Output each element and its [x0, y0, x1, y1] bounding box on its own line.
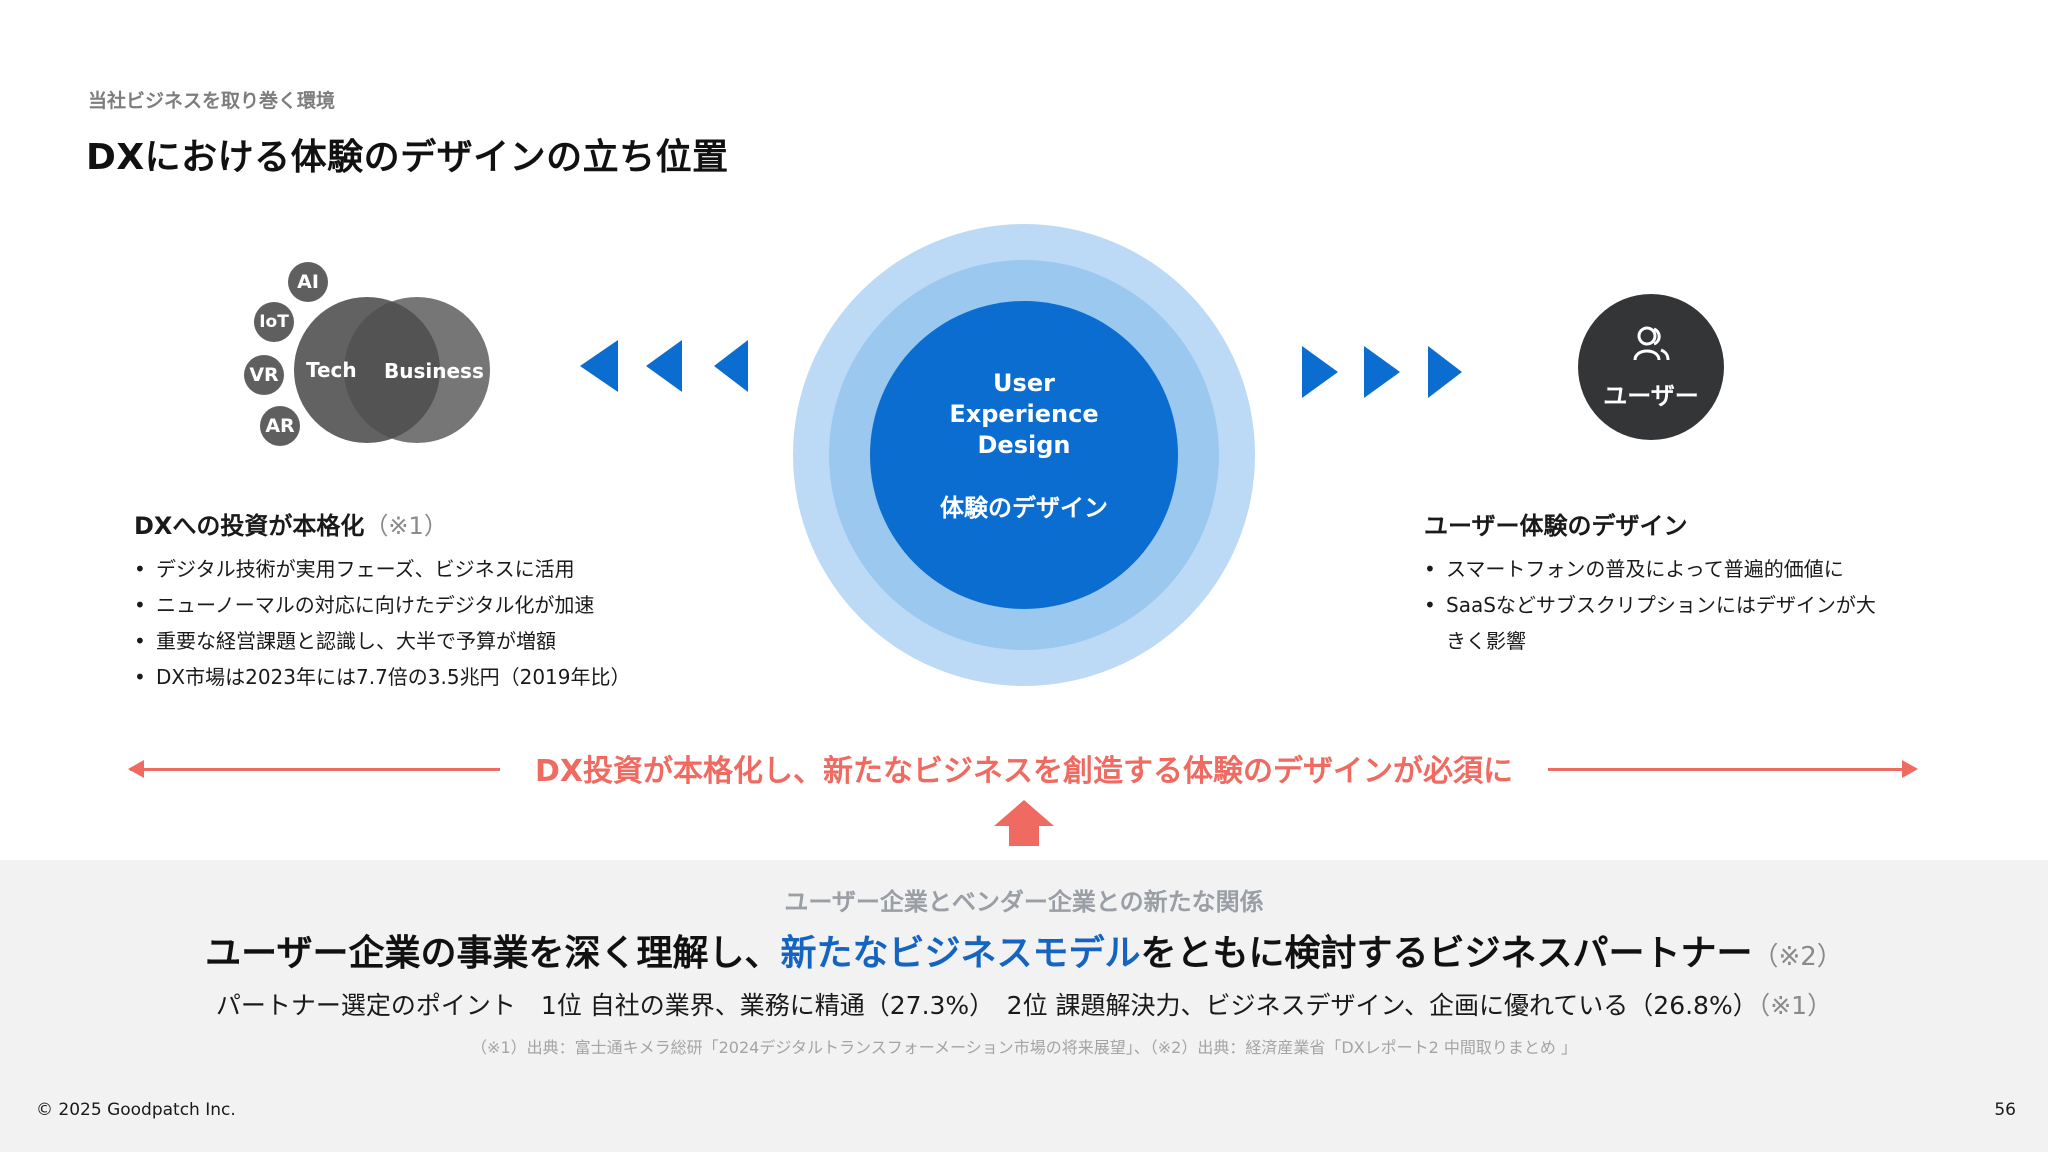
tag-ai: AI [288, 262, 328, 302]
users-icon [1633, 326, 1670, 361]
ux-design-title: ユーザー体験のデザイン [1424, 512, 1688, 540]
dx-investment-title: DXへの投資が本格化（※1） [134, 506, 694, 541]
ux-line-2: Experience [949, 400, 1099, 428]
arrow-up-icon [994, 800, 1054, 846]
business-circle [344, 297, 490, 443]
list-item: DX市場は2023年には7.7倍の3.5兆円（2019年比） [134, 659, 694, 695]
banner-line-left [130, 768, 500, 771]
source-note: （※1）出典：富士通キメラ総研「2024デジタルトランスフォーメーション市場の将… [471, 1038, 1577, 1057]
left-arrows-icon [580, 340, 748, 392]
inner-circle [870, 301, 1178, 609]
user-label: ユーザー [1603, 382, 1699, 410]
tag-iot: IoT [254, 302, 294, 342]
ux-design-list: スマートフォンの普及によって普遍的価値に SaaSなどサブスクリプションにはデザ… [1424, 551, 1894, 659]
partner-panel [0, 860, 2048, 1152]
selection-points-text: パートナー選定のポイント 1位 自社の業界、業務に精通（27.3%） 2位 課題… [215, 991, 1758, 1020]
list-item: デジタル技術が実用フェーズ、ビジネスに活用 [134, 551, 694, 587]
tech-business-venn: AI IoT VR AR Tech Business [240, 262, 500, 458]
ux-design-circle: User Experience Design 体験のデザイン [793, 224, 1255, 686]
tech-label: Tech [306, 358, 357, 382]
arrow-left-icon [128, 760, 144, 778]
arrow-right-icon [1902, 760, 1918, 778]
tag-vr: VR [244, 355, 284, 395]
ux-line-1: User [993, 369, 1055, 397]
page-number: 56 [1994, 1100, 2016, 1120]
relation-subtitle: ユーザー企業とベンダー企業との新たな関係 [784, 888, 1264, 916]
selection-points-note: （※1） [1757, 991, 1833, 1020]
headline-part-1: ユーザー企業の事業を深く理解し、 [205, 933, 781, 974]
user-circle: ユーザー [1578, 294, 1724, 440]
dx-investment-list: デジタル技術が実用フェーズ、ビジネスに活用 ニューノーマルの対応に向けたデジタル… [134, 551, 694, 695]
dx-investment-title-text: DXへの投資が本格化 [134, 512, 365, 540]
banner-text: DX投資が本格化し、新たなビジネスを創造する体験のデザインが必須に [534, 754, 1514, 789]
list-item: ニューノーマルの対応に向けたデジタル化が加速 [134, 587, 694, 623]
banner-line-right [1548, 768, 1910, 771]
list-item: スマートフォンの普及によって普遍的価値に [1424, 551, 1894, 587]
business-label: Business [384, 359, 484, 383]
headline-accent: 新たなビジネスモデル [780, 933, 1141, 974]
right-arrows-icon [1302, 346, 1462, 398]
ux-line-3: Design [977, 431, 1071, 459]
dx-investment-note: （※1） [364, 512, 448, 540]
ux-label: User Experience Design [793, 368, 1255, 461]
tag-ar: AR [260, 406, 300, 446]
selection-points: パートナー選定のポイント 1位 自社の業界、業務に精通（27.3%） 2位 課題… [0, 986, 2048, 1022]
copyright: © 2025 Goodpatch Inc. [36, 1100, 236, 1120]
headline-part-2: をともに検討するビジネスパートナー [1140, 933, 1753, 974]
section-subtitle: 当社ビジネスを取り巻く環境 [88, 90, 336, 112]
partner-headline: ユーザー企業の事業を深く理解し、新たなビジネスモデルをともに検討するビジネスパー… [0, 924, 2048, 976]
list-item: 重要な経営課題と認識し、大半で予算が増額 [134, 623, 694, 659]
ux-japanese-label: 体験のデザイン [940, 494, 1108, 522]
headline-note: （※2） [1752, 942, 1843, 972]
list-item: SaaSなどサブスクリプションにはデザインが大きく影響 [1424, 587, 1894, 659]
ux-design-block: ユーザー体験のデザイン スマートフォンの普及によって普遍的価値に SaaSなどサ… [1424, 506, 1894, 659]
page-title: DXにおける体験のデザインの立ち位置 [86, 137, 729, 178]
dx-investment-block: DXへの投資が本格化（※1） デジタル技術が実用フェーズ、ビジネスに活用 ニュー… [134, 506, 694, 695]
